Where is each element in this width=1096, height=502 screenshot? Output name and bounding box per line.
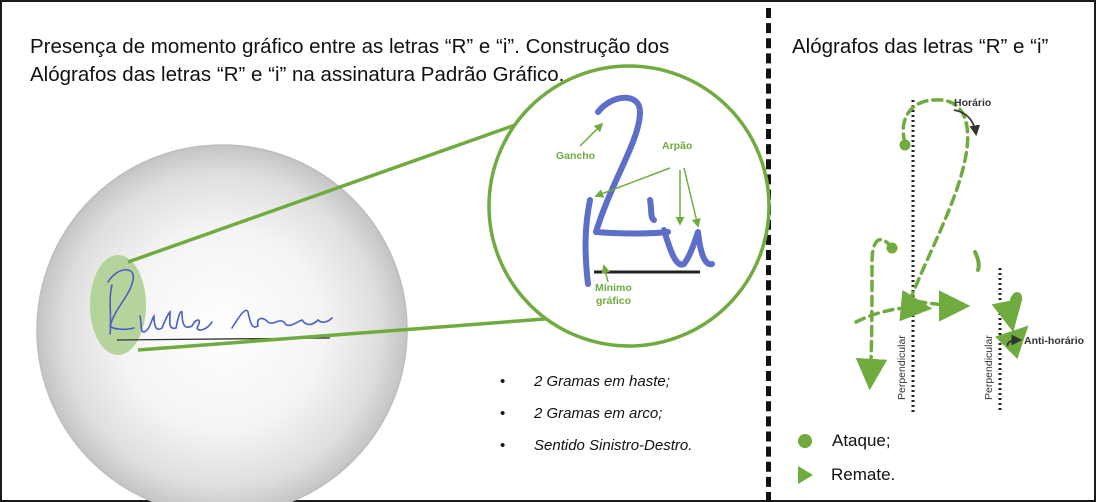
label-perpendicular-2: Perpendicular xyxy=(983,335,995,400)
label-arpao: Arpão xyxy=(662,140,693,152)
label-perpendicular-1: Perpendicular xyxy=(896,335,908,400)
i-dot-stroke xyxy=(973,250,981,272)
attack-dots xyxy=(886,139,1022,302)
highlight-ellipse xyxy=(90,255,146,355)
label-horario: Horário xyxy=(954,97,992,109)
zoom-circle xyxy=(487,64,771,348)
label-anti-horario: Anti-horário xyxy=(1024,335,1085,347)
label-minimo-line1: Mínimo xyxy=(595,282,632,294)
counterclockwise-arrow-icon xyxy=(1006,334,1023,347)
triangle-icon xyxy=(798,466,813,484)
legend-label: Ataque; xyxy=(832,431,891,450)
panel-divider xyxy=(766,8,771,502)
legend-label: Remate. xyxy=(831,465,896,484)
legend: Ataque; Remate. xyxy=(796,424,895,492)
left-panel-title: Presença de momento gráfico entre as let… xyxy=(30,35,670,86)
label-gancho: Gancho xyxy=(556,150,596,162)
zoom-annotation-arrows xyxy=(579,122,701,283)
list-item: 2 Gramas em arco; xyxy=(500,398,692,430)
right-panel-title: Alógrafos das letras “R” e “i” xyxy=(792,35,1049,58)
zoomed-letters-ink xyxy=(582,94,715,287)
zoom-line-upper xyxy=(127,116,536,264)
zoom-line-lower xyxy=(137,312,611,352)
dot-icon xyxy=(798,434,812,448)
characteristics-list: 2 Gramas em haste; 2 Gramas em arco; Sen… xyxy=(500,366,692,462)
legend-item-ataque: Ataque; xyxy=(796,424,895,458)
list-item: Sentido Sinistro-Destro. xyxy=(500,430,692,462)
legend-item-remate: Remate. xyxy=(796,458,895,492)
signature-ink xyxy=(107,268,333,335)
label-minimo-line2: gráfico xyxy=(596,295,632,307)
clockwise-arrow-icon xyxy=(953,109,981,137)
list-item: 2 Gramas em haste; xyxy=(500,366,692,398)
allograph-strokes xyxy=(854,98,1029,391)
